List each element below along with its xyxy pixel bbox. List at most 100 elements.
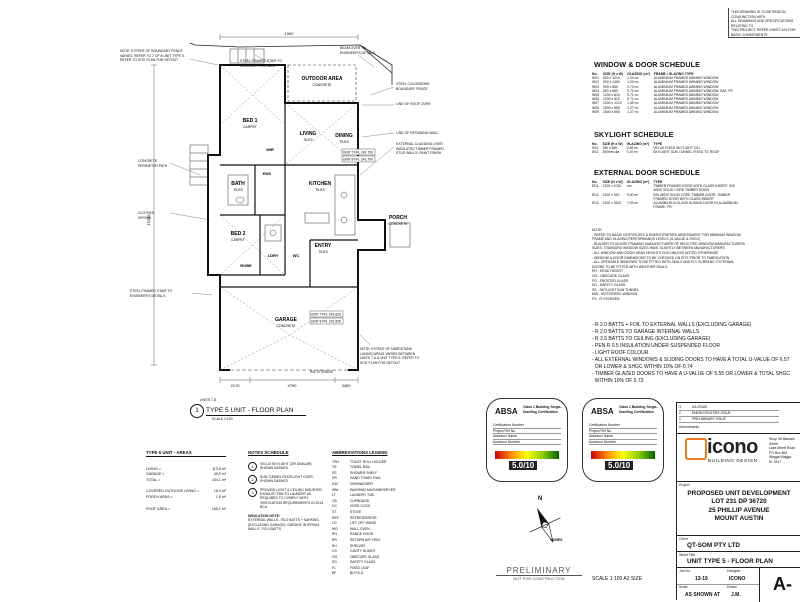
window-cell: W08 xyxy=(592,105,599,110)
area-value: 18.3 m² xyxy=(213,489,226,494)
office-line: Shop 36 Mawson Street xyxy=(769,437,796,446)
abbrev-meaning: RANGE HOOD xyxy=(350,532,374,537)
window-cell: W06 xyxy=(592,97,599,102)
door-header: TYPE xyxy=(653,180,663,184)
abbrev-meaning: LAUNDRY TUB xyxy=(350,493,374,498)
plan-ref-circle: 1 xyxy=(190,404,204,418)
abbrev-code: LO xyxy=(332,521,337,526)
floor-plan: 1900 2170 4790 3400 15245 OUTDOOR AREA B… xyxy=(120,25,450,410)
absa-row: Assessor Name xyxy=(589,434,657,440)
schedule-note-line: - ALL OPERABLE WINDOWS TO BE FITTED WITH… xyxy=(592,260,735,265)
project-label: Project xyxy=(679,483,690,487)
area-key: COVERED OUTDOOR LIVING = xyxy=(146,489,200,494)
schedule-note-line: NOTE: xyxy=(592,228,603,232)
window-schedule-table: No.SIZE (H x W)GLAZING (m²)FRAME / GLAZI… xyxy=(590,72,735,114)
window-cell: 900 x 1450 xyxy=(602,80,620,85)
skylight-header: SIZE (H x W) xyxy=(602,142,623,146)
door-cell: ED1 xyxy=(592,184,599,189)
top-note-line: THIS PROJECT. REFER SHEET A01 FOR BASIX … xyxy=(731,28,796,37)
room-floor: TILES xyxy=(318,250,328,254)
dim-left: 15245 xyxy=(146,214,151,226)
schedule-note-line: FRAME AND GLAZING PERFORMANCE LEVELS (U-… xyxy=(592,237,701,242)
office-line: PO Box 863 xyxy=(769,450,788,455)
rev-number: 2 xyxy=(679,411,681,415)
drawn-by: J.M. xyxy=(731,592,741,598)
north-arrow: N VARIES xyxy=(520,496,570,550)
north-label: N xyxy=(538,496,543,502)
absa-certificate-1: ABSA Class 1 Building Single-Dwelling Ce… xyxy=(486,398,568,482)
room-label-small: ENS xyxy=(263,171,272,176)
window-cell: W02 xyxy=(592,80,599,85)
abbrev-meaning: WASHING MACHINE/DRYER xyxy=(350,487,396,492)
external-door-schedule: EXTERNAL DOOR SCHEDULE No.SIZE (H x W)GL… xyxy=(590,168,790,209)
project-line: LOT 231 DP 36720 xyxy=(711,498,767,506)
abbrev-code: TRH xyxy=(332,459,339,464)
amendments-label: Amendments xyxy=(679,425,699,429)
schedule-note-line: MW - MOTORISED WINDOW xyxy=(592,292,638,297)
rev-number: 1 xyxy=(679,417,681,421)
note-text: SUN TUNNEL ROOFLIGHT OVER. SHOWN DASHED xyxy=(260,474,314,483)
client-label: Client xyxy=(679,537,688,541)
room-label: BED 1 xyxy=(243,118,258,124)
abbrev-code: HC xyxy=(332,504,337,509)
client-name: QT-SOM PTY LTD xyxy=(687,542,741,549)
door-cell: ALUMINIUM & GLASS SLIDING DOOR IN ALUMIN… xyxy=(653,201,738,210)
callout-fence: STEEL COLORBOND BOUNDARY FENCE xyxy=(396,82,430,91)
room-label-small: ROBE xyxy=(240,263,252,268)
abbrev-meaning: HOSE COCK xyxy=(350,504,371,509)
window-cell: ALUMINIUM FRAMED AWNING WINDOW xyxy=(653,84,719,89)
abbrev-code: BF xyxy=(332,571,337,576)
abbrev-code: WO xyxy=(332,526,338,531)
designer-label: Designer xyxy=(727,569,741,573)
window-cell: ALUMINIUM FRAMED AWNING WINDOW xyxy=(653,76,719,81)
north-arrow-icon xyxy=(529,507,561,543)
abbrev-code: REF xyxy=(332,515,339,520)
absa-title: Class 1 Building Single-Dwelling Certifi… xyxy=(619,405,658,414)
skylight-schedule: SKYLIGHT SCHEDULE No.SIZE (H x W)GLAZING… xyxy=(590,130,790,155)
office-line: Lake Albert Road xyxy=(769,446,796,451)
window-cell: 1.27 m² xyxy=(627,109,639,114)
job-label: Job No. xyxy=(679,569,691,573)
room-label: DINING xyxy=(335,133,353,139)
door-cell: 2100 x 1020 xyxy=(602,184,622,189)
abbrev-code: SS xyxy=(332,470,337,475)
energy-note-line: - R 3.5 BATTS TO CEILING (EXCLUDING GARA… xyxy=(592,336,711,342)
office-line: Wagga Wagga xyxy=(769,455,792,460)
window-cell: ALUMINIUM FRAMED AWNING WINDOW xyxy=(653,93,719,98)
plan-title: TYPE 5 UNIT - FLOOR PLAN xyxy=(206,407,294,414)
energy-note-line: WITHIN 10% OF 0.73 xyxy=(592,378,644,384)
office-line: M: 0417 ... xyxy=(769,459,786,464)
door-cell: ED2 xyxy=(592,192,599,197)
abbrev-code: HR xyxy=(332,476,337,481)
window-cell: 1200 x 1210 xyxy=(602,101,622,106)
abbrev-meaning: STOVE xyxy=(350,509,362,514)
door-cell: 0.00 m² xyxy=(626,192,639,197)
absa-rating: 5.0/10 xyxy=(509,461,538,470)
abbrev-code: DW xyxy=(332,481,338,486)
abbrev-code: WM xyxy=(332,487,339,492)
window-cell: 600 x 850 xyxy=(602,88,618,93)
energy-note-line: OR LOWER & SHGC WITHIN 10% OF 0.74 xyxy=(592,364,693,370)
insulation-title: INSULATION NOTE: xyxy=(248,513,280,518)
skylight-cell: SKYLIGHT SUN TUNNEL FIXED TO ROOF xyxy=(653,150,720,155)
note-text: PROVIDE LIGHT & CEILING MOUNTED EXHAUST … xyxy=(260,487,324,510)
area-value: 40.5 m² xyxy=(213,472,226,477)
insulation-note: EXTERNAL WALLS - R2.0 BATTS + SARKING (E… xyxy=(248,518,320,532)
energy-note-line: - LIGHT ROOF COLOUR xyxy=(592,350,649,356)
plan-scale: SCALE 1:100 xyxy=(212,417,233,421)
ffl-label: UNIT 8 FFL 241.700 xyxy=(343,158,373,162)
dim-top: 1900 xyxy=(285,31,295,36)
